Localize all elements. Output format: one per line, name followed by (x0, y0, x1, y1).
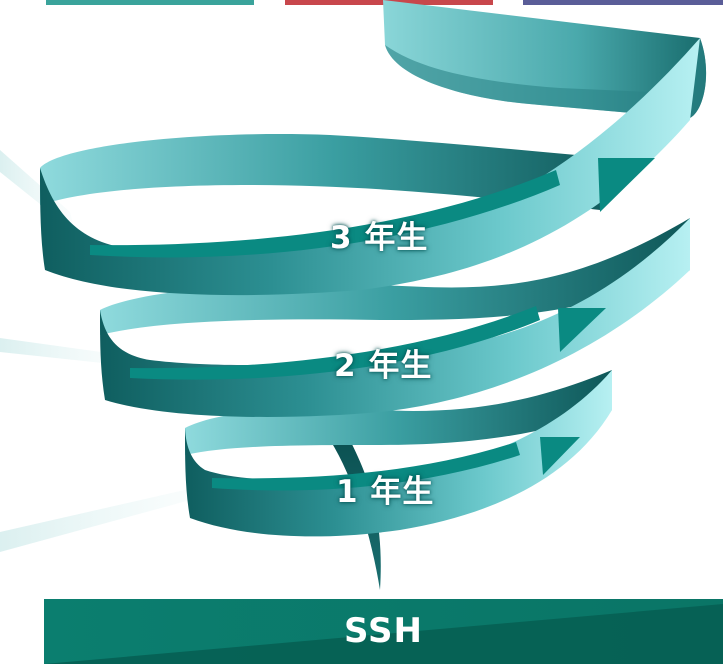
arrow-grade1 (212, 437, 580, 491)
ssh-label: SSH (344, 611, 423, 651)
light-beam-bottom (0, 486, 205, 552)
ribbon-loop1-back (185, 370, 612, 455)
ssh-bar-shade (44, 604, 723, 664)
ribbon-loop1-front (185, 370, 612, 537)
arrow-grade3 (90, 158, 655, 258)
ribbon-loop3-back (40, 134, 630, 210)
top-tab-purple (523, 0, 723, 5)
grade1-label: 1 年生 (336, 474, 435, 510)
ribbon-loop3-front (40, 38, 700, 296)
grade2-label: 2 年生 (334, 348, 433, 384)
ribbon-loop2-back (100, 218, 690, 335)
grade3-label: 3 年生 (330, 220, 429, 256)
top-tab-teal (46, 0, 254, 5)
arrow-grade2 (130, 306, 606, 380)
light-beam-middle (0, 338, 130, 366)
